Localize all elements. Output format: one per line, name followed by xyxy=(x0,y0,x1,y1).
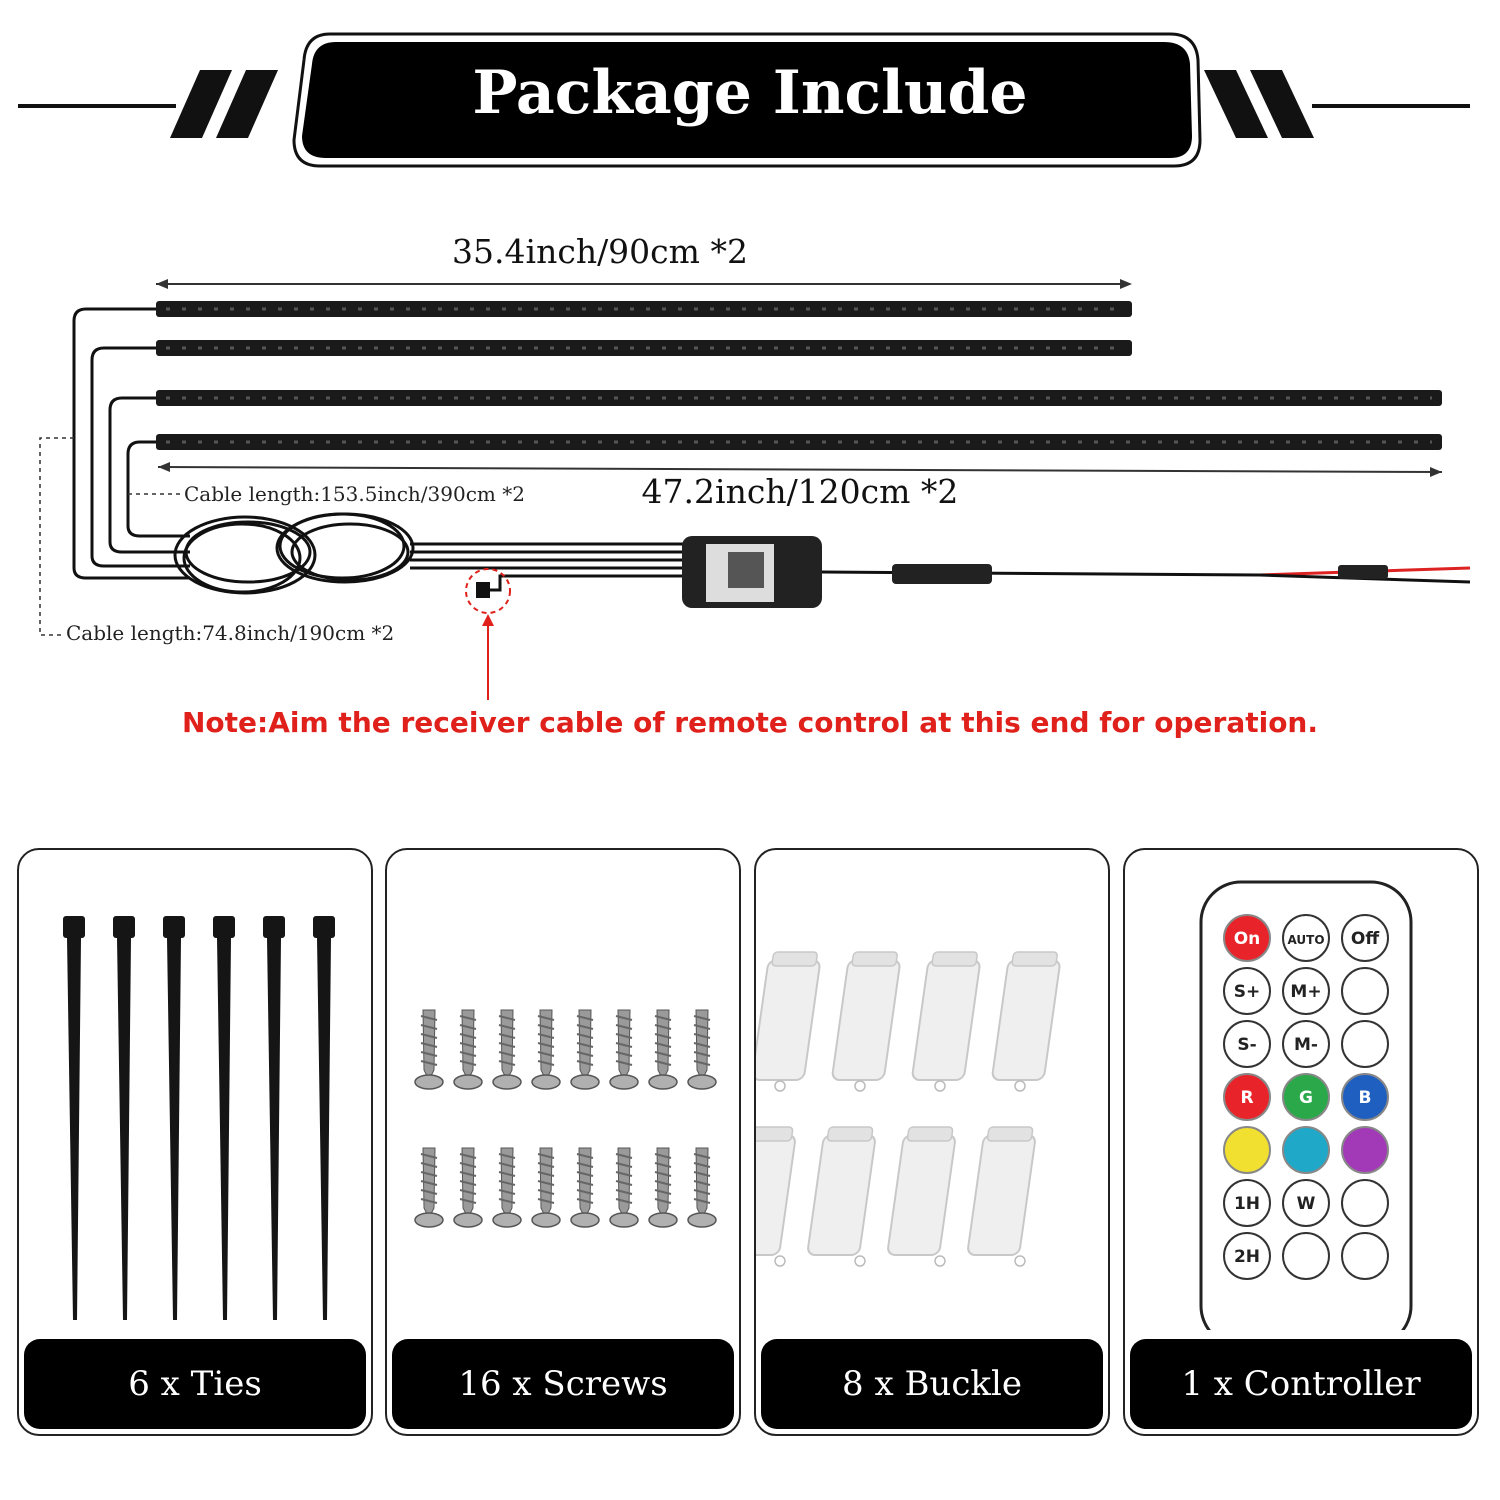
on-button[interactable]: On xyxy=(1223,914,1271,962)
screw xyxy=(570,1147,600,1228)
page-title: Package Include xyxy=(472,58,1028,128)
strip-long-2 xyxy=(156,434,1442,450)
screw xyxy=(687,1147,717,1228)
item-card-screws: 16 x Screws xyxy=(385,848,741,1436)
brightness-up-button[interactable] xyxy=(1341,967,1389,1015)
item-label-ties: 6 x Ties xyxy=(24,1339,366,1429)
strip-long-1 xyxy=(156,390,1442,406)
brightness-down-button[interactable] xyxy=(1341,1020,1389,1068)
screw xyxy=(570,1009,600,1090)
red-button[interactable]: R xyxy=(1223,1073,1271,1121)
white-button[interactable]: W xyxy=(1282,1179,1330,1227)
item-card-ties: 6 x Ties xyxy=(17,848,373,1436)
buckle xyxy=(831,951,901,1092)
green-button[interactable]: G xyxy=(1282,1073,1330,1121)
music-down-button[interactable] xyxy=(1341,1232,1389,1280)
screw xyxy=(609,1009,639,1090)
screw xyxy=(414,1147,444,1228)
screw xyxy=(687,1009,717,1090)
timer-1h-button[interactable]: 1H xyxy=(1223,1179,1271,1227)
svg-text:Off: Off xyxy=(1351,929,1379,949)
svg-text:S+: S+ xyxy=(1234,982,1261,1002)
svg-text:M+: M+ xyxy=(1290,982,1321,1002)
blue-button[interactable]: B xyxy=(1341,1073,1389,1121)
buckle xyxy=(756,951,821,1092)
svg-text:AUTO: AUTO xyxy=(1287,933,1324,947)
off-button[interactable]: Off xyxy=(1341,914,1389,962)
svg-text:G: G xyxy=(1299,1088,1313,1108)
screw xyxy=(531,1147,561,1228)
svg-text:B: B xyxy=(1359,1088,1372,1108)
buckles-image xyxy=(756,951,1061,1267)
buckle xyxy=(887,1126,956,1267)
timer-2h-button[interactable]: 2H xyxy=(1223,1232,1271,1280)
screws-image xyxy=(414,1009,717,1228)
mode-down-button[interactable]: M- xyxy=(1282,1020,1330,1068)
svg-text:S-: S- xyxy=(1237,1035,1256,1055)
long-strip-length: 47.2inch/120cm *2 xyxy=(641,472,959,511)
item-card-buckle: 8 x Buckle xyxy=(754,848,1110,1436)
buckle xyxy=(991,951,1061,1092)
cyan-button[interactable] xyxy=(1282,1126,1330,1174)
mode-up-button[interactable]: M+ xyxy=(1282,967,1330,1015)
cable-ties-image xyxy=(63,916,335,1320)
buckle xyxy=(756,1126,796,1267)
header-banner xyxy=(18,32,1470,168)
cable-length-long: Cable length:153.5inch/390cm *2 xyxy=(184,482,525,506)
speed-down-button[interactable]: S- xyxy=(1223,1020,1271,1068)
screw xyxy=(453,1009,483,1090)
cable-length-short: Cable length:74.8inch/190cm *2 xyxy=(66,621,395,645)
auto-button[interactable]: AUTO xyxy=(1282,914,1330,962)
purple-button[interactable] xyxy=(1341,1126,1389,1174)
operation-note: Note:Aim the receiver cable of remote co… xyxy=(182,706,1318,739)
svg-text:M-: M- xyxy=(1294,1035,1318,1055)
screw xyxy=(492,1009,522,1090)
svg-text:W: W xyxy=(1297,1194,1316,1214)
screw xyxy=(492,1147,522,1228)
screw xyxy=(453,1147,483,1228)
buckle xyxy=(911,951,981,1092)
strip-short-1 xyxy=(156,301,1132,317)
buckle xyxy=(807,1126,876,1267)
music-mode-button[interactable] xyxy=(1282,1232,1330,1280)
speed-up-button[interactable]: S+ xyxy=(1223,967,1271,1015)
music-up-button[interactable] xyxy=(1341,1179,1389,1227)
svg-text:On: On xyxy=(1234,929,1261,949)
strip-short-2 xyxy=(156,340,1132,356)
screw xyxy=(648,1009,678,1090)
item-label-controller: 1 x Controller xyxy=(1130,1339,1472,1429)
screw xyxy=(531,1009,561,1090)
svg-text:2H: 2H xyxy=(1234,1247,1260,1267)
svg-text:1H: 1H xyxy=(1234,1194,1260,1214)
yellow-button[interactable] xyxy=(1223,1126,1271,1174)
short-strip-length: 35.4inch/90cm *2 xyxy=(452,232,748,271)
led-strip-diagram xyxy=(39,279,1471,700)
screw xyxy=(414,1009,444,1090)
buckle xyxy=(967,1126,1036,1267)
svg-text:R: R xyxy=(1240,1088,1253,1108)
screw xyxy=(648,1147,678,1228)
item-label-screws: 16 x Screws xyxy=(392,1339,734,1429)
screw xyxy=(609,1147,639,1228)
item-label-buckle: 8 x Buckle xyxy=(761,1339,1103,1429)
